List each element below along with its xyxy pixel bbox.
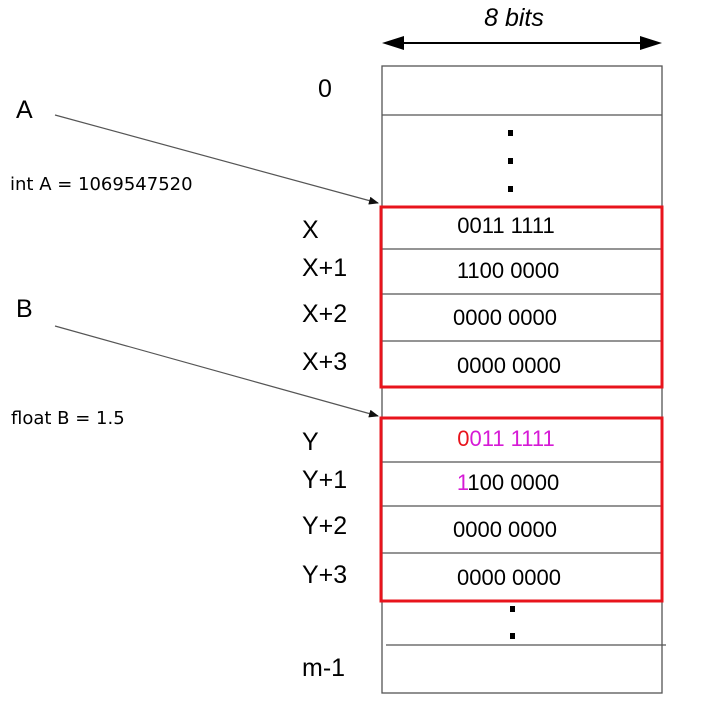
variable-a-declaration: int A = 1069547520 — [10, 174, 193, 195]
cell-y3-value: 0000 0000 — [457, 565, 561, 590]
int-a-highlight-box — [379, 205, 664, 389]
cell-x2-value: 0000 0000 — [453, 305, 557, 330]
exponent-last-bit: 1 — [457, 470, 469, 495]
variable-a-name: A — [16, 96, 33, 124]
address-label-y: Y — [302, 428, 319, 456]
cell-y1-value: 1100 0000 — [457, 470, 559, 495]
address-label-x1: X+1 — [302, 254, 347, 282]
memory-column — [381, 65, 666, 694]
cell-x3-value: 0000 0000 — [457, 353, 561, 378]
variable-b-declaration: float B = 1.5 — [11, 408, 125, 429]
address-label-x2: X+2 — [302, 300, 347, 328]
cell-x1-value: 1100 0000 — [457, 258, 559, 283]
bit-width-label: 8 bits — [484, 4, 544, 32]
ellipsis-dots-lower — [510, 606, 515, 639]
address-label-y1: Y+1 — [302, 466, 347, 494]
sign-bit: 0 — [457, 426, 469, 451]
variable-b-name: B — [16, 295, 33, 323]
exponent-bits: 011 1111 — [470, 426, 555, 451]
cell-y2-value: 0000 0000 — [453, 517, 557, 542]
cell-y0-value: 0011 1111 — [457, 426, 554, 451]
address-label-last: m-1 — [302, 654, 345, 682]
address-label-x3: X+3 — [302, 348, 347, 376]
cell-x0-value: 0011 1111 — [457, 213, 554, 238]
bit-width-arrow — [382, 36, 662, 50]
address-label-zero: 0 — [318, 75, 332, 103]
pointer-arrow-b — [54, 325, 379, 418]
float-b-highlight-box — [379, 416, 664, 603]
address-label-y2: Y+2 — [302, 512, 347, 540]
address-label-y3: Y+3 — [302, 561, 347, 589]
mantissa-bits: 100 0000 — [467, 470, 559, 495]
address-label-x: X — [302, 216, 319, 244]
ellipsis-dots-upper — [508, 130, 513, 192]
pointer-arrow-a — [54, 114, 379, 205]
